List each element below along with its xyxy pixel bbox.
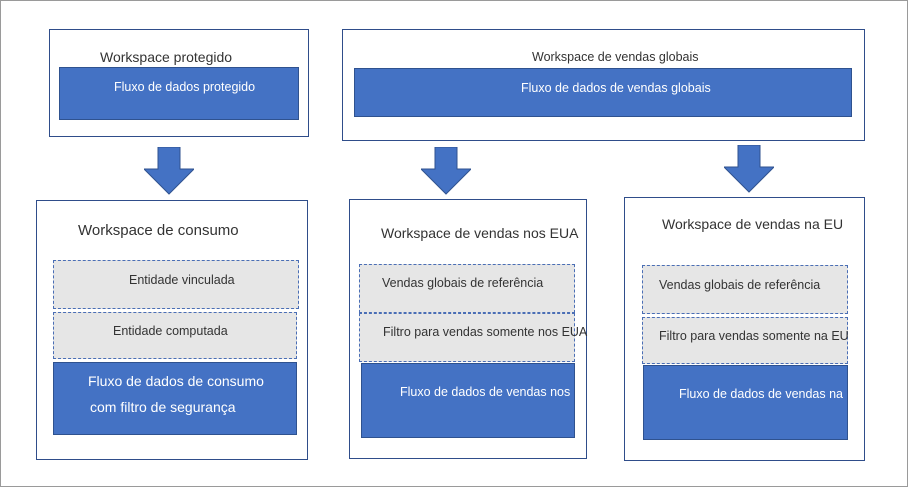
down-arrow-consumption — [144, 147, 194, 195]
usa-sales-workspace-title: Workspace de vendas nos EUA — [381, 225, 579, 241]
protected-dataflow-label: Fluxo de dados protegido — [114, 80, 256, 94]
consumption-workspace-box: Workspace de consumo Entidade vinculada … — [36, 200, 308, 460]
protected-dataflow: Fluxo de dados protegido — [59, 67, 299, 120]
consumption-dataflow-label-line1: Fluxo de dados de consumo — [88, 373, 264, 389]
arrow-down-icon — [144, 147, 194, 195]
eu-sales-dataflow-label: Fluxo de dados de vendas na EU — [679, 387, 848, 401]
usa-sales-dataflow: Fluxo de dados de vendas nos EUA — [361, 363, 575, 438]
arrow-down-icon — [724, 145, 774, 193]
usa-reference-entity: Vendas globais de referência — [359, 264, 575, 313]
linked-entity-label: Entidade vinculada — [129, 273, 235, 287]
eu-reference-entity-label: Vendas globais de referência — [659, 278, 821, 292]
protected-workspace-title: Workspace protegido — [100, 49, 233, 65]
global-sales-dataflow-label: Fluxo de dados de vendas globais — [521, 81, 711, 95]
global-sales-workspace-title: Workspace de vendas globais — [532, 50, 699, 64]
consumption-dataflow: Fluxo de dados de consumo com filtro de … — [53, 362, 297, 435]
down-arrow-usa — [421, 147, 471, 195]
consumption-dataflow-label-line2: com filtro de segurança — [90, 399, 236, 415]
usa-filter-entity: Filtro para vendas somente nos EUA — [359, 313, 587, 362]
consumption-workspace-title: Workspace de consumo — [78, 222, 239, 239]
eu-filter-entity-label: Filtro para vendas somente na EU — [659, 329, 849, 343]
eu-sales-dataflow: Fluxo de dados de vendas na EU — [643, 365, 848, 440]
usa-sales-workspace-box: Workspace de vendas nos EUA Vendas globa… — [349, 199, 587, 459]
eu-reference-entity: Vendas globais de referência — [642, 265, 848, 314]
eu-sales-workspace-title: Workspace de vendas na EU — [662, 216, 844, 232]
usa-reference-entity-label: Vendas globais de referência — [382, 276, 544, 290]
computed-entity: Entidade computada — [53, 312, 297, 359]
usa-filter-entity-label: Filtro para vendas somente nos EUA — [383, 325, 588, 339]
linked-entity: Entidade vinculada — [53, 260, 299, 309]
protected-workspace-box: Workspace protegido Fluxo de dados prote… — [49, 29, 309, 137]
global-sales-dataflow: Fluxo de dados de vendas globais — [354, 68, 852, 117]
arrow-down-icon — [421, 147, 471, 195]
computed-entity-label: Entidade computada — [113, 324, 228, 338]
global-sales-workspace-box: Workspace de vendas globais Fluxo de dad… — [342, 29, 865, 141]
eu-sales-workspace-box: Workspace de vendas na EU Vendas globais… — [624, 197, 865, 461]
eu-filter-entity: Filtro para vendas somente na EU — [642, 317, 849, 364]
down-arrow-eu — [724, 145, 774, 193]
usa-sales-dataflow-label: Fluxo de dados de vendas nos EUA — [400, 385, 574, 399]
